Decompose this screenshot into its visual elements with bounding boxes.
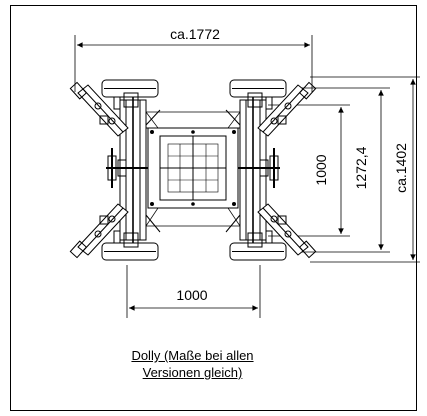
caption-line-1: Dolly (Maße bei allen	[131, 348, 254, 363]
dimension-overall-width: ca.1772	[74, 26, 313, 92]
caption-line-2: Versionen gleich)	[142, 365, 243, 380]
wheel-bottom-left	[101, 230, 159, 261]
wheel-top-left	[101, 79, 159, 110]
dim-label-overall-length: ca.1402	[393, 143, 409, 193]
center-platform	[147, 127, 239, 209]
dolly-outline	[69, 79, 317, 261]
dimension-track-width: 1000	[126, 265, 261, 318]
right-axle-frame	[225, 96, 280, 244]
wheel-top-right	[229, 79, 287, 110]
dim-label-overall-width: ca.1772	[170, 26, 220, 42]
dim-label-wheelbase: 1000	[313, 154, 329, 185]
dimension-overall-length: ca.1402	[310, 76, 420, 263]
leg-bottom-left	[69, 203, 129, 259]
dimension-wheelbase: 1000	[268, 104, 350, 237]
wheel-bottom-right	[229, 230, 287, 261]
leg-top-right	[257, 81, 317, 137]
leg-top-left	[69, 81, 129, 137]
dim-label-inner-length: 1272,4	[353, 146, 369, 189]
drawing-frame	[10, 5, 417, 411]
left-axle-frame	[106, 96, 161, 244]
dim-label-track-width: 1000	[176, 287, 207, 303]
leg-bottom-right	[257, 203, 317, 259]
